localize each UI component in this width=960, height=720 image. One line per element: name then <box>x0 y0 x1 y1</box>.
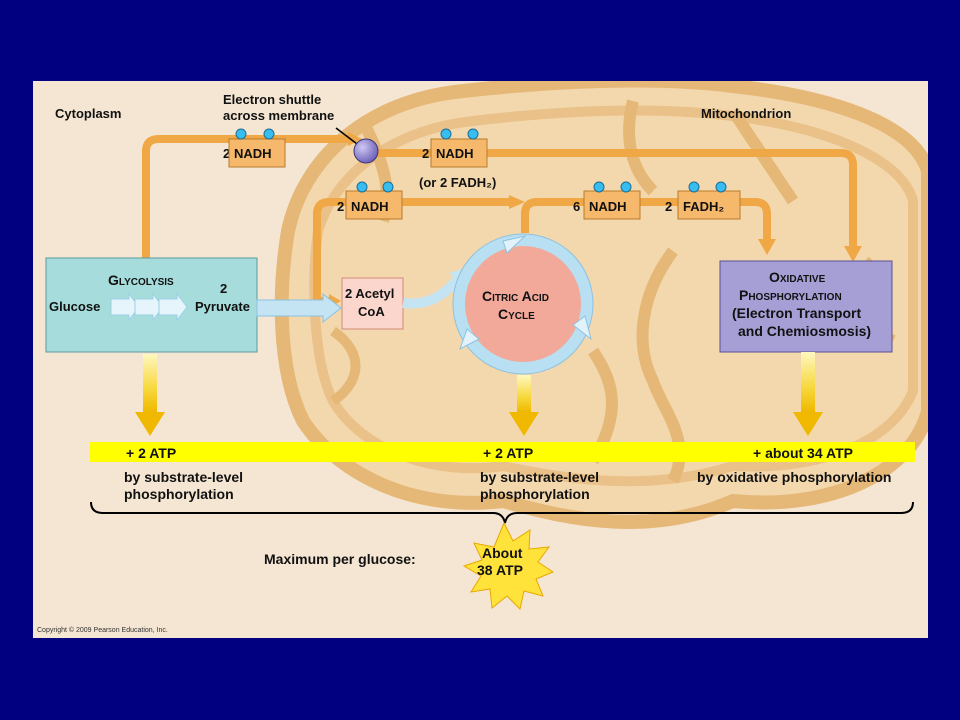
acetyl-label-line1: 2 Acetyl <box>345 286 394 301</box>
atp-desc-citric-1: by substrate-level <box>480 469 599 485</box>
atp-desc-citric-2: phosphorylation <box>480 486 590 502</box>
acetyl-to-cycle-arrow <box>402 275 462 309</box>
respiration-diagram: 2 NADH 2 NADH (or 2 FADH₂) 2 NADH 6 NADH… <box>45 81 928 610</box>
oxphos-line4: and Chemiosmosis) <box>738 323 871 339</box>
oxidative-phosphorylation-box: Oxidative Phosphorylation (Electron Tran… <box>719 260 893 353</box>
oxphos-line2: Phosphorylation <box>739 287 842 303</box>
svg-text:NADH: NADH <box>351 199 389 214</box>
svg-text:2: 2 <box>223 146 230 161</box>
acetyl-label-line2: CoA <box>358 304 385 319</box>
diagram-panel: 2 NADH 2 NADH (or 2 FADH₂) 2 NADH 6 NADH… <box>33 81 928 638</box>
svg-text:2: 2 <box>422 146 429 161</box>
svg-text:NADH: NADH <box>436 146 474 161</box>
citric-acid-cycle: Citric Acid Cycle <box>452 233 594 375</box>
oxphos-line1: Oxidative <box>769 269 826 285</box>
electron-dot <box>235 128 247 140</box>
svg-text:6: 6 <box>573 199 580 214</box>
total-brace <box>90 501 914 524</box>
atp-total-burst <box>462 521 555 610</box>
svg-text:2: 2 <box>337 199 344 214</box>
glucose-label: Glucose <box>49 299 100 314</box>
oxphos-line3: (Electron Transport <box>732 305 861 321</box>
electron-dot <box>263 128 275 140</box>
atp-desc-oxidative: by oxidative phosphorylation <box>697 469 891 485</box>
shuttle-label-line2: across membrane <box>223 108 334 123</box>
glycolysis-nadh: 2 NADH <box>223 128 286 168</box>
shuttle-label-line1: Electron shuttle <box>223 92 321 107</box>
atp-yield-oxidative: + about 34 ATP <box>753 445 853 461</box>
copyright-notice: Copyright © 2009 Pearson Education, Inc. <box>37 627 168 634</box>
max-per-glucose-label: Maximum per glucose: <box>264 551 416 567</box>
pyruvate-count: 2 <box>220 281 227 296</box>
electron-dot <box>356 181 368 193</box>
atp-total-line2: 38 ATP <box>477 562 523 578</box>
acetyl-nadh: 2 NADH <box>337 181 403 220</box>
glycolysis-title: Glycolysis <box>108 272 174 288</box>
atp-yield-citric: + 2 ATP <box>483 445 533 461</box>
electron-dot <box>467 128 479 140</box>
atp-down-arrows <box>135 352 823 436</box>
atp-desc-glycolysis-1: by substrate-level <box>124 469 243 485</box>
electron-dot <box>688 181 700 193</box>
electron-dot <box>382 181 394 193</box>
fadh2-alternative: (or 2 FADH₂) <box>419 175 496 190</box>
cycle-fadh2: 2 FADH₂ <box>665 181 741 220</box>
mito-nadh: 2 NADH <box>422 128 488 168</box>
electron-dot <box>593 181 605 193</box>
atp-yield-glycolysis: + 2 ATP <box>126 445 176 461</box>
electron-flow-arrows <box>142 135 857 294</box>
citric-label-line2: Cycle <box>498 306 535 322</box>
atp-yield-bar <box>90 442 915 462</box>
electron-dot <box>440 128 452 140</box>
electron-dot <box>620 181 632 193</box>
glycolysis-box: Glycolysis Glucose 2 Pyruvate <box>45 257 258 353</box>
pyruvate-to-acetyl-arrow <box>256 292 342 324</box>
cycle-nadh: 6 NADH <box>573 181 641 220</box>
svg-text:NADH: NADH <box>234 146 272 161</box>
electron-dot <box>715 181 727 193</box>
pyruvate-label: Pyruvate <box>195 299 250 314</box>
acetyl-coa-box: 2 Acetyl CoA <box>341 277 404 330</box>
arrowheads <box>329 132 862 308</box>
mitochondrion-label: Mitochondrion <box>701 106 791 121</box>
cytoplasm-label: Cytoplasm <box>55 106 121 121</box>
atp-total-line1: About <box>482 545 523 561</box>
citric-label-line1: Citric Acid <box>482 288 549 304</box>
svg-text:2: 2 <box>665 199 672 214</box>
svg-text:NADH: NADH <box>589 199 627 214</box>
svg-text:FADH₂: FADH₂ <box>683 199 724 214</box>
atp-desc-glycolysis-2: phosphorylation <box>124 486 234 502</box>
shuttle-protein <box>353 138 379 164</box>
